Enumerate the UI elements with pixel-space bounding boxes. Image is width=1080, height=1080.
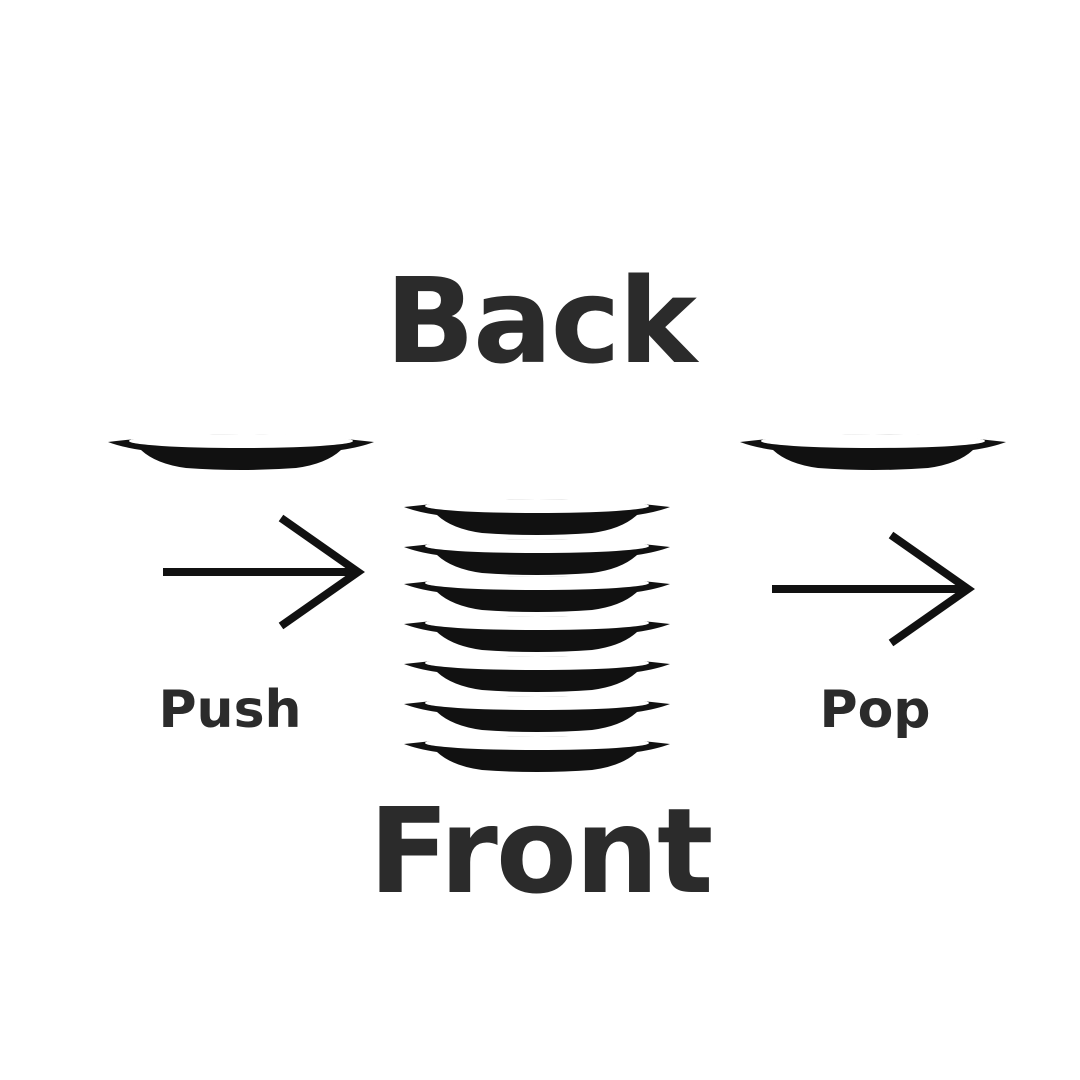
incoming-plate-icon	[108, 434, 374, 470]
stack-plate-icon	[404, 499, 670, 535]
pop-arrow-icon	[772, 531, 975, 647]
push-arrow-icon	[163, 514, 365, 630]
stack-plate-icon	[404, 736, 670, 772]
stack-plate-icon	[404, 539, 670, 575]
stack-plate-icon	[404, 656, 670, 692]
stack-plate-icon	[404, 696, 670, 732]
stack-plate-icon	[404, 576, 670, 612]
plate-stack	[404, 499, 670, 772]
push-label: Push	[158, 680, 302, 740]
stack-plate-icon	[404, 616, 670, 652]
outgoing-plate-icon	[740, 434, 1006, 470]
pop-label: Pop	[819, 680, 931, 740]
back-label: Back	[385, 252, 697, 390]
front-label: Front	[368, 782, 714, 920]
